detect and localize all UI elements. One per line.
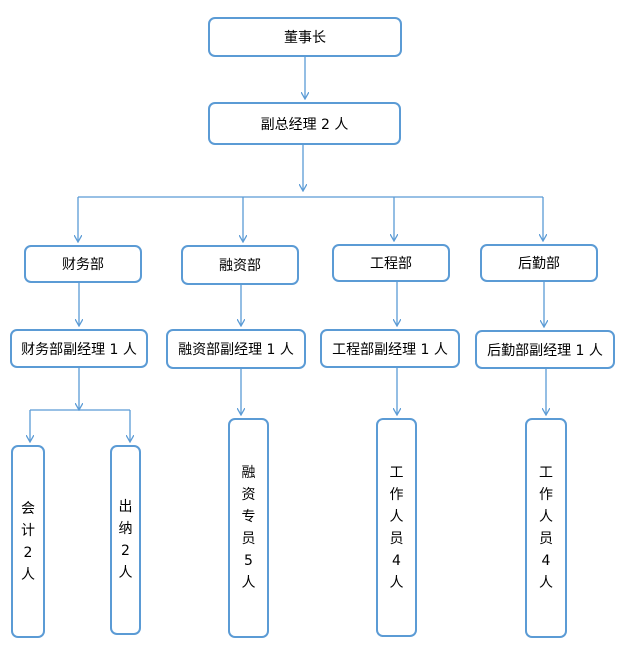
staff-label: 工作人员4人 [389, 464, 404, 591]
manager-label: 财务部副经理 1 人 [21, 341, 137, 358]
department-label: 后勤部 [518, 256, 560, 272]
chairman-label: 董事长 [284, 30, 326, 46]
staff-box-cashier: 出纳2人 [110, 445, 141, 635]
chairman-box: 董事长 [208, 17, 402, 57]
staff-box-logistics-workers: 工作人员4人 [525, 418, 567, 638]
department-label: 融资部 [219, 258, 261, 274]
manager-label: 融资部副经理 1 人 [178, 342, 294, 358]
manager-box-financing: 融资部副经理 1 人 [166, 329, 306, 369]
manager-box-logistics: 后勤部副经理 1 人 [475, 330, 615, 369]
staff-label: 会计2人 [21, 500, 35, 583]
department-box-financing: 融资部 [181, 245, 299, 285]
department-label: 财务部 [62, 257, 104, 273]
manager-label: 工程部副经理 1 人 [332, 341, 448, 358]
manager-box-finance: 财务部副经理 1 人 [10, 329, 148, 368]
department-label: 工程部 [370, 256, 412, 272]
staff-box-engineering-workers: 工作人员4人 [376, 418, 417, 637]
deputy-gm-box: 副总经理 2 人 [208, 102, 401, 145]
deputy-gm-label: 副总经理 2 人 [260, 116, 349, 133]
staff-label: 工作人员4人 [539, 465, 553, 591]
staff-box-accountant: 会计2人 [11, 445, 45, 638]
department-box-finance: 财务部 [24, 245, 142, 283]
staff-label: 出纳2人 [118, 499, 133, 581]
staff-box-financing-specialist: 融资专员5人 [228, 418, 269, 638]
manager-box-engineering: 工程部副经理 1 人 [320, 329, 460, 368]
department-box-engineering: 工程部 [332, 244, 450, 282]
manager-label: 后勤部副经理 1 人 [487, 342, 603, 359]
department-box-logistics: 后勤部 [480, 244, 598, 282]
staff-label: 融资专员5人 [241, 465, 256, 591]
